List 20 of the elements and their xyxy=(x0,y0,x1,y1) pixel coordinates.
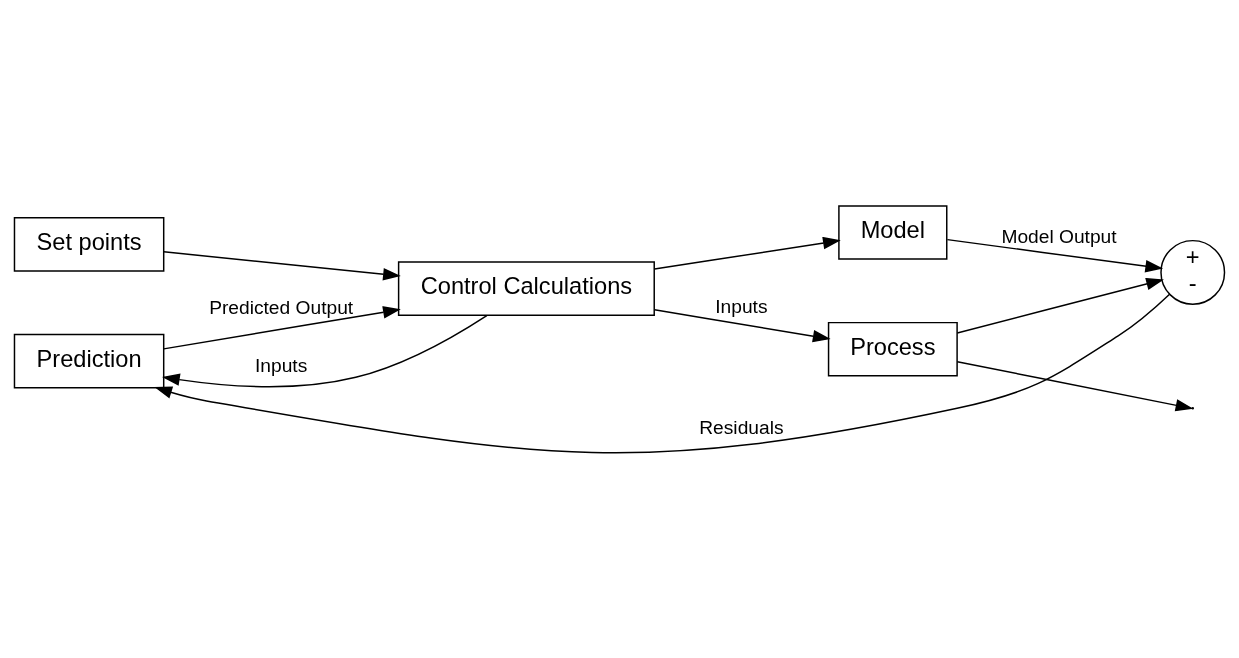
arrow xyxy=(956,360,1194,411)
node-box: Control Calculations xyxy=(397,260,655,316)
arrow xyxy=(946,238,1164,272)
arrow xyxy=(154,293,1171,453)
edge-label: Inputs xyxy=(715,295,768,317)
node-box: Prediction xyxy=(13,333,165,388)
edge-label: Predicted Output xyxy=(209,296,354,318)
arrow xyxy=(162,314,488,387)
arrow xyxy=(653,308,831,342)
arrow xyxy=(653,236,841,270)
node-circle: + - xyxy=(1160,239,1226,305)
arrow xyxy=(163,305,401,350)
edge-label: Inputs xyxy=(255,354,308,376)
arrow xyxy=(163,250,401,280)
node-box: Set points xyxy=(13,216,165,272)
node-box: Process xyxy=(827,321,958,377)
edge-label: Residuals xyxy=(699,416,784,438)
arrow xyxy=(956,277,1164,334)
edge-label: Model Output xyxy=(1001,225,1117,247)
node-box: Model xyxy=(838,204,948,260)
